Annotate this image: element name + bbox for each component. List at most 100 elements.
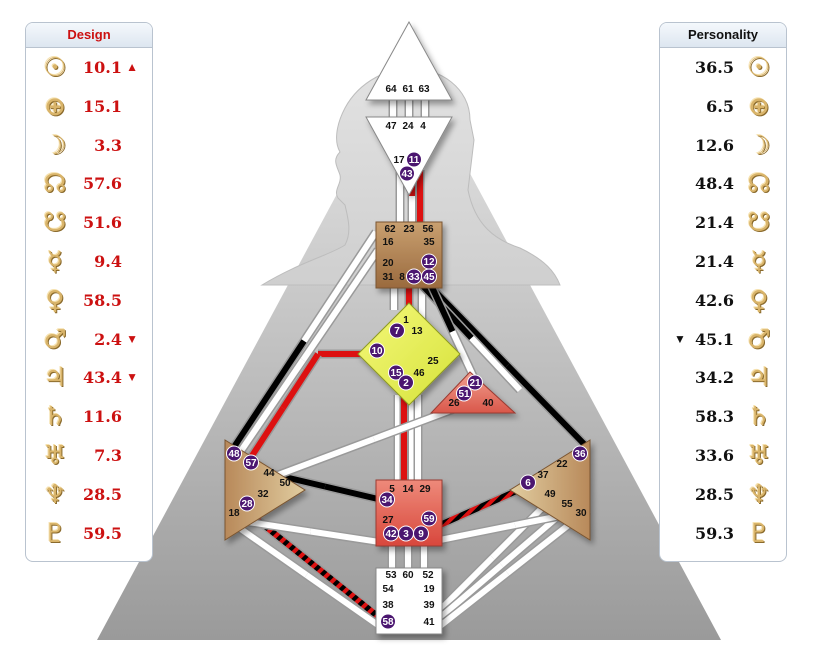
gate-number: 25 [427, 356, 439, 367]
personality-row-north-node: ☊48.4 [660, 167, 786, 201]
gate-number: 12 [423, 257, 435, 268]
north-node-icon: ☊ [43, 169, 67, 200]
gate-number: 31 [382, 272, 394, 283]
channel-line [229, 339, 307, 452]
gate-47: 47 [385, 121, 397, 132]
gate-number: 57 [245, 458, 257, 469]
gate-8: 8 [399, 272, 405, 283]
ego-center [429, 371, 517, 414]
gate-number: 35 [423, 237, 435, 248]
gate-40: 40 [482, 398, 494, 409]
personality-title: Personality [660, 23, 786, 48]
gate-49: 49 [544, 489, 556, 500]
gate-55: 55 [561, 499, 573, 510]
personality-row-sun: ☉ 36.5 [660, 51, 786, 85]
gate-17: 17 [393, 155, 405, 166]
planet-value: 10.1 [83, 58, 122, 77]
gate-number: 60 [402, 570, 414, 581]
gate-51: 51 [456, 385, 472, 402]
gate-number: 23 [403, 224, 415, 235]
channel-line [469, 335, 523, 393]
design-row-pluto: ♇59.5 [26, 517, 152, 551]
head-center [365, 20, 453, 101]
gate-number: 53 [385, 570, 397, 581]
gate-number: 61 [402, 84, 414, 95]
planet-value: 51.6 [83, 213, 122, 233]
gate-number: 46 [413, 368, 425, 379]
sun-icon: ☉ [747, 53, 771, 83]
gate-number: 48 [228, 449, 240, 460]
solar-plexus-center [509, 439, 591, 541]
gate-9: 9 [413, 525, 429, 542]
planet-value: 57.6 [83, 174, 122, 194]
planet-value: 7.3 [94, 446, 122, 465]
design-row-venus: ♀58.5 [26, 284, 152, 318]
gate-number: 55 [561, 499, 573, 510]
gate-active-dot [399, 165, 415, 182]
gate-number: 2 [403, 378, 409, 389]
gate-number: 13 [411, 326, 423, 337]
gate-60: 60 [402, 570, 414, 581]
planet-value: 11.6 [83, 407, 122, 427]
channel-line [433, 562, 504, 625]
planet-value: 58.3 [695, 407, 734, 427]
personality-row-venus: ♀42.6 [660, 284, 786, 318]
gate-number: 49 [544, 489, 556, 500]
gate-number: 47 [385, 121, 397, 132]
planet-value: 36.5 [695, 58, 734, 77]
gate-number: 45 [423, 272, 435, 283]
sun-icon: ☉ [43, 53, 67, 83]
gate-44: 44 [263, 468, 275, 479]
planet-value: 33.6 [695, 446, 734, 465]
gate-19: 19 [423, 584, 435, 595]
gate-21: 21 [467, 374, 483, 391]
gate-10: 10 [369, 342, 385, 359]
gate-active-dot [421, 268, 437, 285]
pluto-icon: ♇ [747, 518, 771, 549]
gate-number: 22 [556, 459, 568, 470]
gate-23: 23 [403, 224, 415, 235]
design-row-sun: ☉10.1▲ [26, 51, 152, 85]
uranus-icon: ♅ [43, 441, 67, 471]
gate-number: 26 [448, 398, 460, 409]
design-row-uranus: ♅ 7.3 [26, 439, 152, 473]
gate-52: 52 [422, 570, 434, 581]
gate-16: 16 [382, 237, 394, 248]
gate-30: 30 [575, 508, 587, 519]
gate-number: 8 [399, 272, 405, 283]
gate-28: 28 [239, 495, 255, 512]
gate-number: 10 [371, 346, 383, 357]
gate-42: 42 [383, 525, 399, 542]
gate-number: 20 [382, 258, 394, 269]
planet-value: 34.2 [695, 368, 734, 388]
gate-63: 63 [418, 84, 430, 95]
design-title: Design [26, 23, 152, 48]
uranus-icon: ♅ [747, 441, 771, 471]
gate-13: 13 [411, 326, 423, 337]
gate-active-dot [389, 322, 405, 339]
gate-43: 43 [399, 165, 415, 182]
channel-line [439, 522, 516, 543]
channel-line [433, 570, 510, 633]
gate-active-dot [467, 374, 483, 391]
gate-active-dot [398, 374, 414, 391]
design-row-north-node: ☊ 57.6 [26, 167, 152, 201]
moon-icon: ☽ [43, 130, 67, 161]
gate-number: 4 [420, 121, 426, 132]
gate-active-dot [406, 151, 422, 168]
personality-row-mars: ♂45.1▼ [660, 323, 786, 357]
south-node-icon: ☋ [43, 208, 67, 239]
saturn-icon: ♄ [43, 402, 67, 433]
venus-icon: ♀ [749, 285, 769, 316]
gate-number: 41 [423, 617, 435, 628]
channel-line [427, 283, 510, 368]
planet-value: 15.1 [83, 96, 122, 116]
gate-number: 64 [385, 84, 397, 95]
saturn-icon: ♄ [747, 402, 771, 433]
personality-row-neptune: ♆28.5 [660, 478, 786, 512]
planet-value: 6.5 [706, 96, 734, 116]
earth-icon: ⊕ [748, 91, 770, 122]
mars-icon: ♂ [747, 324, 771, 355]
channel-line [449, 330, 478, 382]
planet-value: 3.3 [94, 135, 122, 155]
